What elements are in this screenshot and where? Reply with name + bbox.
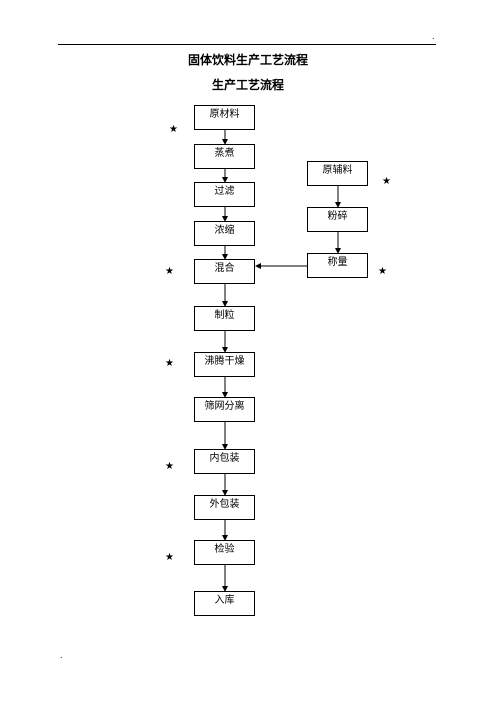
step-label: 过滤 [214, 186, 235, 197]
step-sieve-separation: 筛网分离 [194, 397, 255, 422]
step-label: 原辅料 [322, 165, 353, 176]
step-label: 制粒 [214, 310, 235, 321]
step-label: 称量 [327, 257, 348, 268]
step-inner-packaging: 内包装 [194, 449, 255, 474]
star-icon: ★ [165, 461, 174, 472]
step-auxiliary-materials: 原辅料 [307, 161, 368, 186]
step-inspection: 检验 [194, 540, 255, 565]
step-label: 沸腾干燥 [204, 356, 245, 367]
step-warehousing: 入库 [194, 591, 255, 616]
step-outer-packaging: 外包装 [194, 495, 255, 520]
star-icon: ★ [165, 266, 174, 277]
step-label: 筛网分离 [204, 401, 245, 412]
header-mark: . [432, 32, 435, 41]
document-title: 固体饮料生产工艺流程 [187, 53, 308, 67]
step-label: 入库 [214, 595, 235, 606]
step-label: 检验 [214, 544, 235, 555]
step-filtering: 过滤 [194, 182, 255, 207]
star-icon: ★ [165, 358, 174, 369]
step-label: 蒸煮 [214, 148, 235, 159]
step-label: 内包装 [209, 453, 240, 464]
star-icon: ★ [165, 552, 174, 563]
step-grinding: 粉碎 [307, 207, 368, 232]
step-granulation: 制粒 [194, 306, 255, 331]
step-mixing: 混合 [194, 259, 255, 284]
star-icon: ★ [169, 124, 178, 135]
step-label: 外包装 [209, 499, 240, 510]
document-subtitle: 生产工艺流程 [211, 78, 284, 92]
header-rule [58, 44, 436, 45]
star-icon: ★ [382, 176, 391, 187]
step-cooking: 蒸煮 [194, 144, 255, 169]
step-label: 浓缩 [214, 225, 235, 236]
step-weighing: 称量 [307, 253, 368, 278]
star-icon: ★ [378, 266, 387, 277]
footer-mark: . [60, 651, 63, 660]
step-label: 粉碎 [327, 211, 348, 222]
step-concentration: 浓缩 [194, 221, 255, 246]
step-raw-materials: 原材料 [194, 105, 255, 130]
step-fluid-bed-drying: 沸腾干燥 [194, 352, 255, 377]
step-label: 原材料 [209, 109, 240, 120]
step-label: 混合 [214, 263, 235, 274]
